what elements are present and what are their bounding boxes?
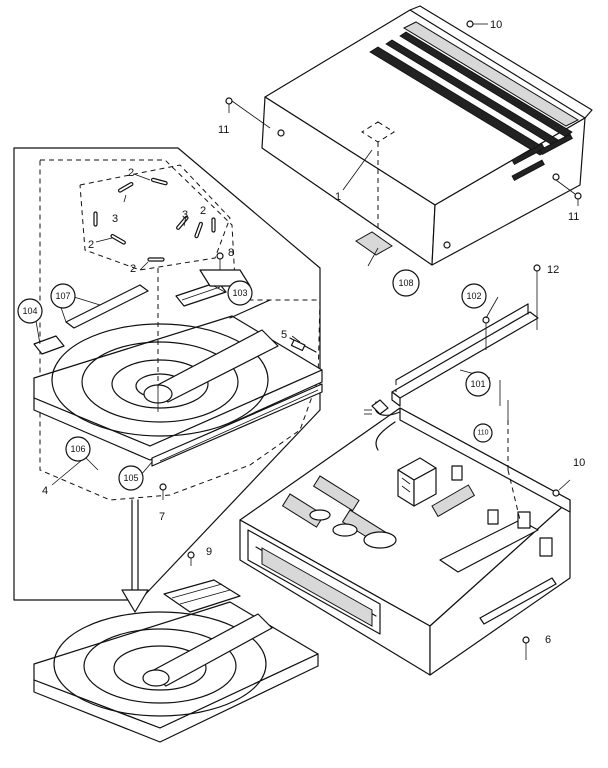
transformer [397, 457, 437, 507]
callout-label-102: 102 [466, 291, 481, 301]
callout-label-104: 104 [22, 306, 37, 316]
callout-110: 110 [473, 423, 493, 443]
bracket-101 [391, 303, 539, 407]
part-label-2-bottom: 2 [130, 263, 136, 275]
callout-label-106: 106 [70, 444, 85, 454]
callout-label-101: 101 [470, 379, 485, 389]
callout-label-105: 105 [123, 473, 138, 483]
callout-106: 106 [65, 436, 91, 462]
part-label-4: 4 [42, 485, 48, 497]
part-label-11-right: 11 [568, 211, 579, 223]
screw-11-left [225, 97, 271, 129]
screw-11-right [555, 179, 582, 206]
cover-vent-slots [369, 21, 580, 156]
cabinet-cover [261, 5, 593, 266]
part-label-1: 1 [335, 191, 341, 203]
part-label-11-left: 11 [218, 124, 229, 136]
disc-tray-4 [33, 299, 323, 461]
callout-105: 105 [118, 465, 144, 491]
callout-101: 101 [465, 371, 491, 397]
screw-6 [522, 636, 530, 660]
part-label-7: 7 [159, 511, 165, 523]
callout-103: 103 [227, 280, 253, 306]
part-label-3-right: 3 [182, 209, 188, 221]
rail-107 [65, 284, 149, 329]
callout-label-108: 108 [398, 278, 413, 288]
part-label-9: 9 [206, 546, 212, 558]
screw-10-right [552, 479, 571, 497]
main-chassis [239, 399, 571, 676]
part-label-12: 12 [547, 264, 559, 276]
callout-label-103: 103 [232, 288, 247, 298]
assembly-arrow [121, 499, 149, 613]
part-label-6: 6 [545, 634, 551, 646]
part-label-8: 8 [228, 247, 234, 259]
spring-clips [93, 177, 216, 262]
part-label-10-right: 10 [573, 457, 585, 469]
part-label-5: 5 [281, 329, 287, 341]
callout-108: 108 [392, 269, 420, 297]
tray-assembly-group [13, 147, 323, 601]
screw-8 [216, 252, 224, 270]
part-label-10-top: 10 [490, 19, 502, 31]
label-pad-108 [355, 142, 393, 256]
part-label-2-right: 2 [200, 205, 206, 217]
callout-107: 107 [50, 283, 76, 309]
assembled-tray [33, 551, 319, 743]
pad-104 [33, 335, 65, 355]
callout-label-110: 110 [477, 430, 488, 437]
screw-12 [533, 264, 541, 330]
part-label-2-left: 2 [88, 239, 94, 251]
callout-label-107: 107 [55, 291, 70, 301]
callout-102: 102 [461, 283, 487, 309]
part-number-labels: 1 2 3 2 3 2 2 8 5 4 7 9 11 10 11 12 10 6 [42, 19, 585, 646]
part-label-3-left: 3 [112, 213, 118, 225]
screw-10-top [466, 20, 488, 28]
callout-104: 104 [17, 298, 43, 324]
ac-power-cord [364, 399, 401, 451]
part-label-2-top: 2 [128, 167, 134, 179]
screw-7 [159, 483, 167, 500]
